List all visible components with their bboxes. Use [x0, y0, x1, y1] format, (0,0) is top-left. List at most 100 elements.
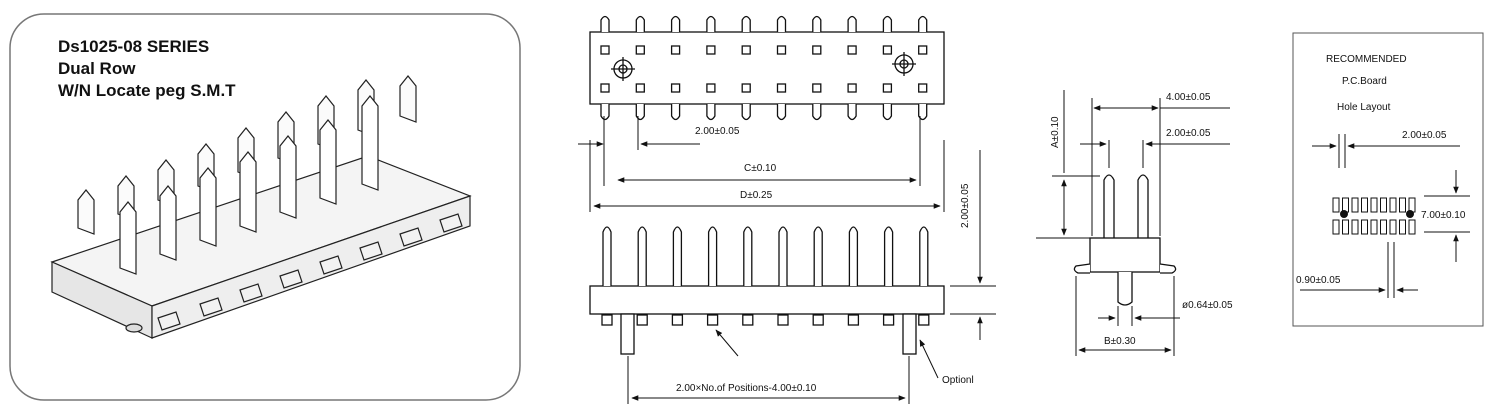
contact-square	[706, 45, 716, 55]
pin-top-end	[918, 15, 928, 32]
pin-top-end	[741, 15, 751, 32]
pin-bottom-end	[882, 104, 893, 121]
c-dimension: C±0.10	[744, 163, 777, 174]
b-dimension: B±0.30	[1104, 336, 1136, 347]
smt-tail	[777, 314, 789, 326]
side-pitch-dimension: 2.00±0.05	[1166, 128, 1211, 139]
pin-bottom-end	[600, 104, 610, 121]
contact-square	[918, 45, 928, 55]
pcb-pad	[1380, 219, 1387, 235]
pin-bottom-end	[776, 104, 787, 121]
pin-elevation	[637, 226, 647, 286]
pcb-pad	[1351, 197, 1359, 213]
pcb-pad	[1351, 219, 1359, 235]
contact-square	[882, 83, 893, 93]
pin-bottom-end	[635, 104, 645, 121]
pin-bottom-end	[741, 104, 751, 121]
isometric-panel: Ds1025-08 SERIES Dual Row W/N Locate peg…	[9, 13, 521, 401]
pin-elevation	[883, 226, 894, 286]
pcb-pad	[1389, 219, 1397, 235]
pitch-dimension: 2.00±0.05	[695, 126, 740, 137]
smt-tail	[636, 314, 648, 326]
row-spacing-dimension: 7.00±0.10	[1421, 210, 1466, 221]
pin-top-end	[776, 15, 787, 32]
hole-layout-title: RECOMMENDED	[1326, 54, 1407, 65]
pad-width-dimension: 0.90±0.05	[1296, 275, 1341, 286]
pin-bottom-end	[670, 104, 681, 121]
pin-bottom-end	[918, 104, 928, 121]
pcb-pad	[1332, 219, 1340, 235]
length-dimension: 2.00×No.of Positions-4.00±0.10	[676, 383, 817, 394]
contact-square	[635, 45, 645, 55]
contact-square	[847, 83, 857, 93]
pin-top-end	[812, 15, 822, 32]
pin-top-end	[635, 15, 645, 32]
contact-square	[600, 45, 610, 55]
pin-top-end	[600, 15, 610, 32]
series-title: Ds1025-08 SERIES	[58, 37, 209, 56]
a-dimension: A±0.10	[1050, 116, 1061, 148]
pcb-pad	[1389, 197, 1397, 213]
contact-square	[776, 83, 787, 93]
pcb-pad	[1399, 197, 1406, 213]
pin-bottom-end	[812, 104, 822, 121]
contact-square	[776, 45, 787, 55]
pcb-pad	[1370, 219, 1378, 235]
contact-square	[670, 83, 681, 93]
contact-square	[918, 83, 928, 93]
connector-3d-illustration	[50, 75, 472, 339]
pin-elevation	[707, 226, 718, 286]
locate-peg-mark-left	[611, 57, 635, 81]
smt-tail	[812, 314, 824, 326]
option-label: Optionl	[942, 375, 974, 386]
hole-layout-caption: Hole Layout	[1337, 102, 1391, 113]
contact-square	[741, 45, 751, 55]
front-view-drawing	[578, 15, 996, 404]
pcb-pad	[1380, 197, 1387, 213]
contact-square	[847, 45, 857, 55]
series-subtitle-peg: W/N Locate peg S.M.T	[58, 81, 236, 100]
pcb-pad	[1370, 197, 1378, 213]
pcb-pad	[1342, 219, 1349, 235]
smt-tail	[671, 314, 684, 326]
contact-square	[706, 83, 716, 93]
contact-square	[670, 45, 681, 55]
smt-tail	[882, 314, 895, 326]
contact-square	[741, 83, 751, 93]
hole-pitch-dimension: 2.00±0.05	[1402, 130, 1447, 141]
pin-elevation	[848, 226, 859, 286]
pin-top-end	[706, 15, 716, 32]
pin-top-end	[847, 15, 857, 32]
pin-elevation	[813, 226, 823, 286]
contact-square	[600, 83, 610, 93]
smt-tail	[918, 314, 930, 326]
pcb-pad	[1408, 219, 1416, 235]
pin-top-end	[882, 15, 893, 32]
pin-elevation	[778, 226, 788, 286]
smt-tail	[706, 314, 719, 326]
contact-square	[635, 83, 645, 93]
smt-tail	[847, 314, 860, 326]
row-pitch-dimension: 2.00±0.05	[960, 183, 971, 228]
pin-elevation	[743, 226, 753, 286]
contact-square	[882, 45, 893, 55]
pin-elevation	[602, 226, 612, 286]
peg-diameter-dimension: ø0.64±0.05	[1182, 300, 1233, 311]
pin-elevation	[919, 226, 929, 286]
smt-tail	[601, 314, 613, 326]
contact-square	[812, 83, 822, 93]
hole-layout-panel: RECOMMENDED P.C.Board Hole Layout 2.00±0…	[1292, 32, 1484, 327]
d-dimension: D±0.25	[740, 190, 773, 201]
pcb-pad	[1361, 197, 1368, 213]
hole-layout-subtitle: P.C.Board	[1342, 76, 1387, 87]
pcb-pad	[1332, 197, 1340, 213]
pin-bottom-end	[847, 104, 857, 121]
width-dimension: 4.00±0.05	[1166, 92, 1211, 103]
pcb-pad	[1361, 219, 1368, 235]
smt-tail	[742, 314, 754, 326]
pcb-pad	[1399, 219, 1406, 235]
series-subtitle-row: Dual Row	[58, 59, 136, 78]
locate-peg-mark-right	[892, 52, 916, 76]
contact-square	[812, 45, 822, 55]
